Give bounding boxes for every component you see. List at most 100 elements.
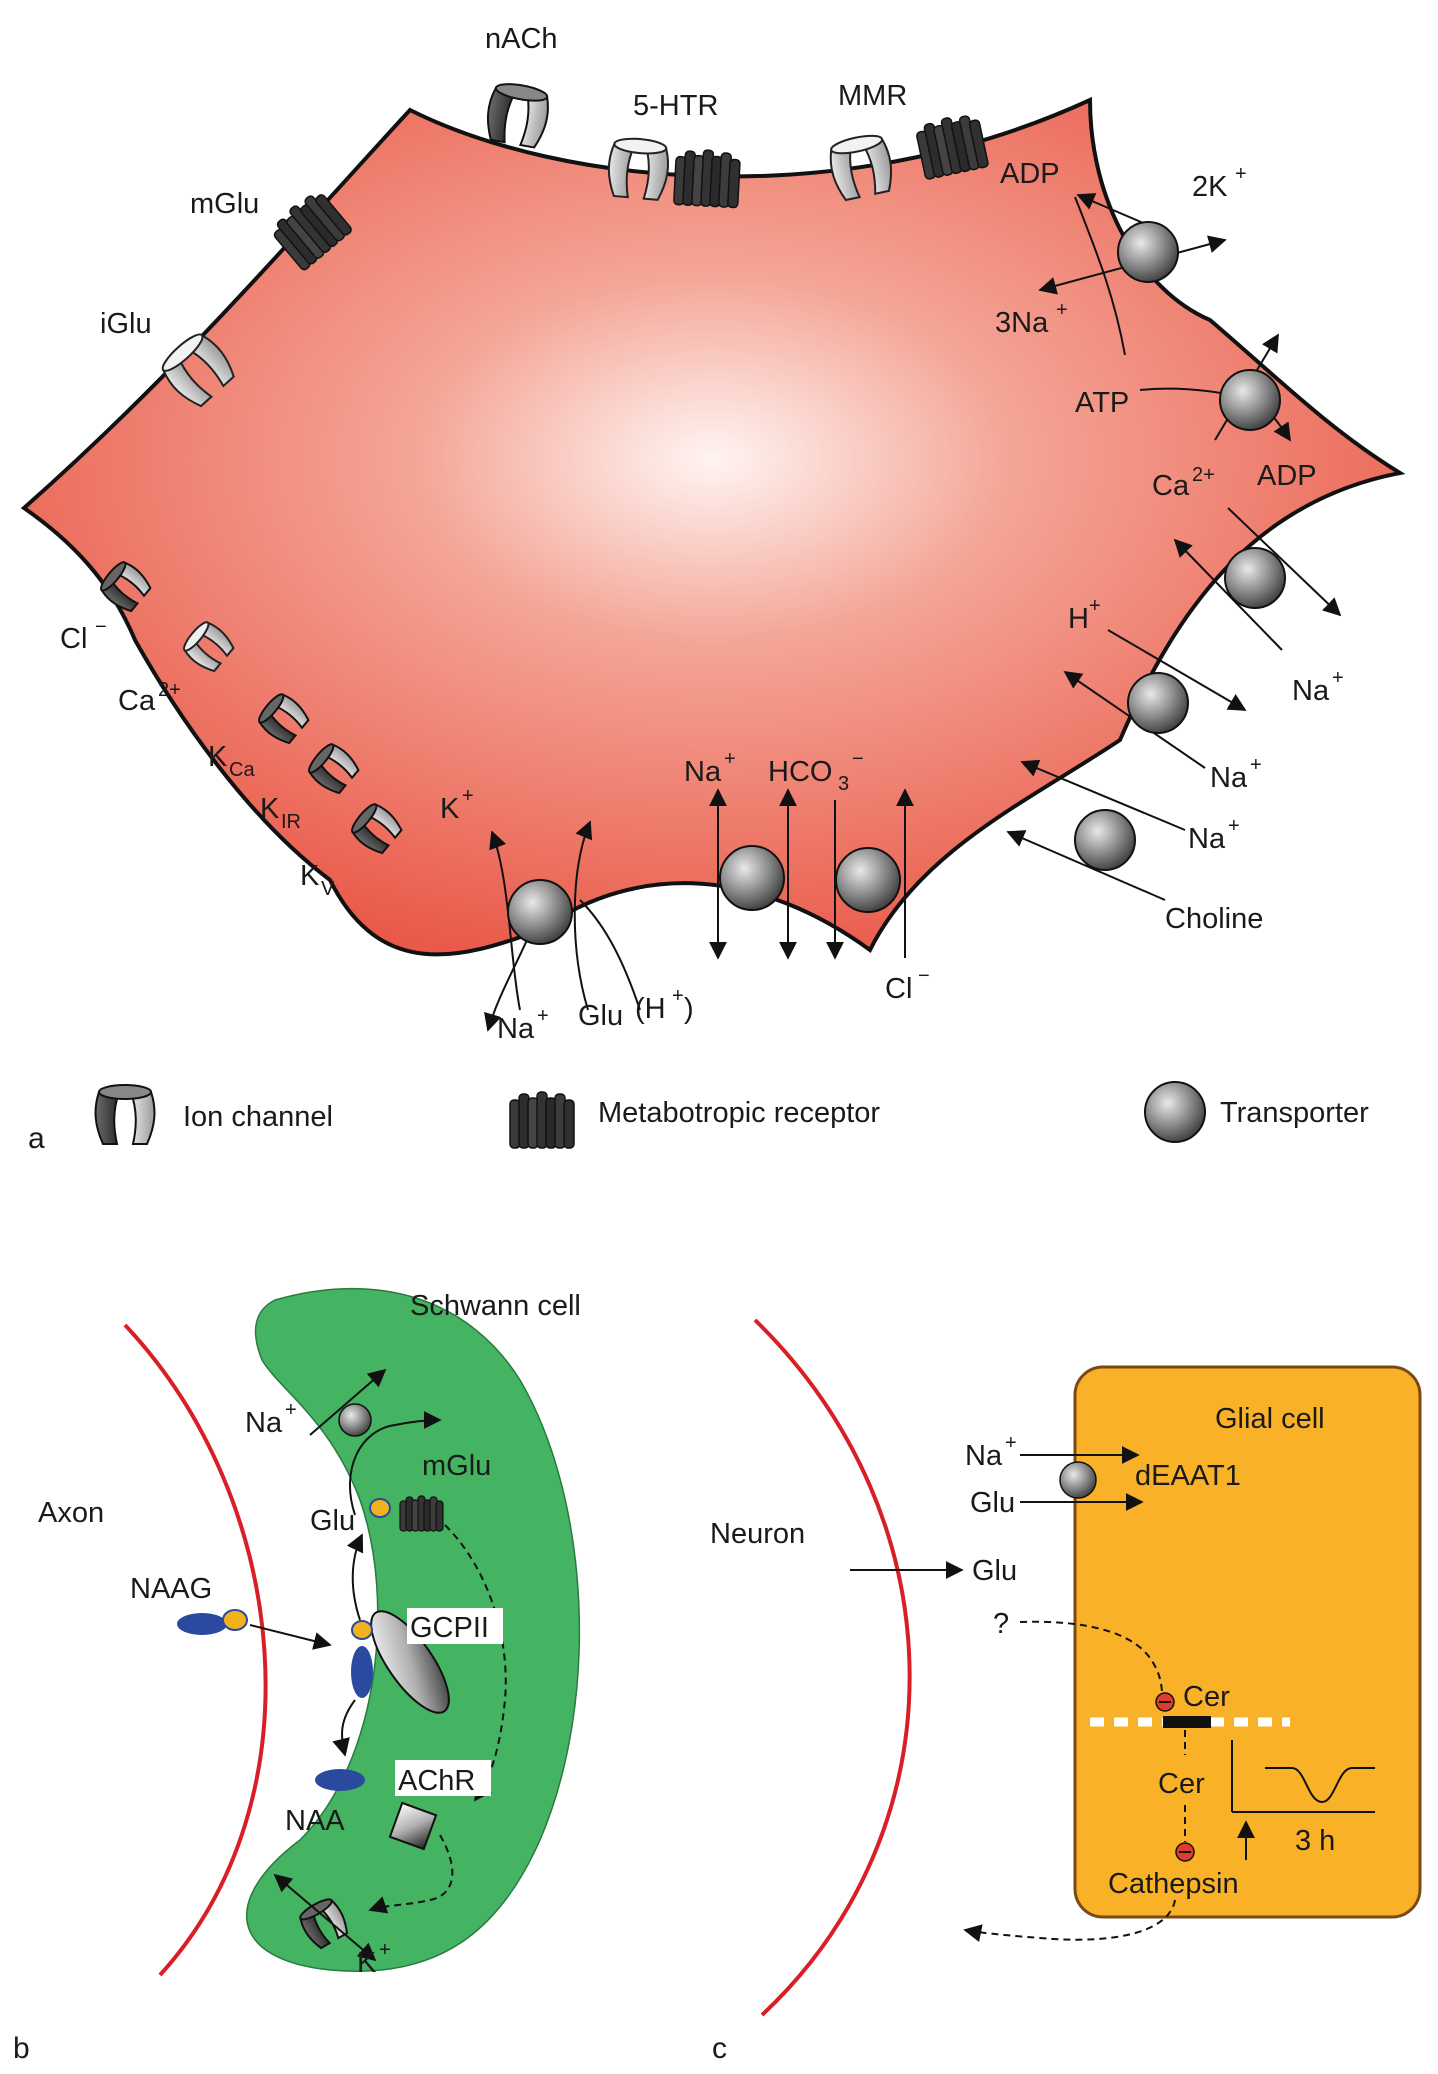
label-kv: K V — [300, 860, 335, 900]
label-h-nhe: H — [1068, 603, 1089, 635]
svg-text:+: + — [1235, 163, 1247, 185]
label-kir: K IR — [260, 793, 301, 833]
svg-text:3: 3 — [838, 773, 849, 795]
label-k-schwann: K — [357, 1947, 377, 1979]
svg-text:+: + — [379, 1939, 391, 1961]
na-ca-exchanger: Na + — [1173, 507, 1344, 707]
label-choline: Choline — [1165, 903, 1263, 935]
label-na-bottom: Na — [497, 1013, 535, 1045]
label-3na: 3Na — [995, 307, 1049, 339]
svg-text:2+: 2+ — [1192, 464, 1215, 486]
legend: Ion channel Metabotropic receptor Transp… — [94, 1081, 1369, 1149]
achr-receptor — [388, 1801, 438, 1851]
neuron-cell-body — [20, 96, 1406, 957]
label-cathepsin: Cathepsin — [1108, 1868, 1239, 1900]
label-cer-top: Cer — [1183, 1681, 1230, 1713]
naag-blue — [177, 1613, 227, 1635]
label-kca: K Ca — [208, 741, 255, 781]
glu-transporter: K + Na + Glu (H + ) — [440, 785, 694, 1045]
label-na-nhe: Na — [1210, 762, 1248, 794]
label-glial-cell: Glial cell — [1215, 1403, 1325, 1435]
svg-text:K: K — [260, 793, 280, 825]
label-na-choline: Na — [1188, 823, 1226, 855]
svg-text:+: + — [462, 785, 474, 807]
nbc-transporter — [719, 845, 785, 911]
glu-transporter-ball — [507, 879, 573, 945]
label-naa: NAA — [285, 1805, 345, 1837]
svg-text:+: + — [537, 1005, 549, 1027]
panel-b-letter: b — [13, 2032, 30, 2065]
svg-text:K: K — [208, 741, 228, 773]
na-h-exchanger: H + Na + — [1063, 595, 1262, 794]
svg-text:+: + — [285, 1399, 297, 1421]
label-ca-pump: Ca — [1152, 470, 1190, 502]
svg-text:+: + — [724, 748, 736, 770]
label-gcpii: GCPII — [410, 1612, 489, 1644]
schwann-na-transporter — [338, 1403, 372, 1437]
glial-cell — [1073, 1365, 1422, 1919]
svg-text:Ca: Ca — [118, 685, 156, 717]
svg-text:+: + — [1332, 667, 1344, 689]
label-cl-left: Cl − — [60, 616, 107, 655]
axon-membrane — [123, 1323, 268, 1977]
na-k-pump-transporter — [1117, 221, 1179, 283]
svg-text:−: − — [95, 616, 107, 638]
deaat1-transporter — [1059, 1461, 1097, 1499]
label-schwann-cell: Schwann cell — [410, 1290, 581, 1322]
legend-transporter-label: Transporter — [1220, 1097, 1369, 1129]
label-deaat1: dEAAT1 — [1135, 1460, 1241, 1492]
svg-text:Cl: Cl — [60, 623, 87, 655]
naag-yellow — [222, 1609, 248, 1631]
label-2k: 2K — [1192, 171, 1228, 203]
cer-bar — [1163, 1716, 1211, 1728]
ae-transporter — [835, 847, 901, 913]
svg-text:): ) — [684, 993, 694, 1025]
svg-text:−: − — [918, 965, 930, 987]
svg-text:IR: IR — [281, 811, 301, 833]
label-h-bottom: (H — [635, 993, 666, 1025]
legend-ion-channel-label: Ion channel — [183, 1101, 333, 1133]
ca-pump: ATP ADP Ca 2+ — [1075, 333, 1317, 502]
label-naag: NAAG — [130, 1573, 212, 1605]
svg-text:+: + — [672, 985, 684, 1007]
label-question: ? — [993, 1608, 1009, 1640]
label-achr: AChR — [398, 1765, 475, 1797]
legend-metabotropic-label: Metabotropic receptor — [598, 1097, 880, 1129]
label-na-glial: Na — [965, 1440, 1003, 1472]
label-atp: ATP — [1075, 387, 1129, 419]
label-na-nbc: Na — [684, 756, 722, 788]
glu-ligand — [369, 1498, 391, 1518]
gcpii-naa — [351, 1646, 373, 1698]
gcpii-enzyme — [370, 1610, 450, 1714]
label-mmr: MMR — [838, 80, 907, 112]
5htr-receptor — [672, 147, 742, 209]
na-k-pump: ADP 2K + 3Na + — [995, 158, 1247, 356]
panel-a: nACh 5-HTR MMR mGlu iGlu Cl − Ca 2+ K Ca… — [20, 23, 1406, 1155]
schwann-mglu-receptor — [399, 1495, 444, 1532]
label-3h: 3 h — [1295, 1825, 1335, 1857]
label-hco3: HCO — [768, 756, 832, 788]
legend-ion-channel-icon — [94, 1084, 156, 1145]
label-k-bottom: K — [440, 793, 460, 825]
svg-text:V: V — [321, 878, 335, 900]
time-course-inset: 3 h — [1231, 1740, 1375, 1860]
nach-channel — [482, 79, 553, 150]
label-glu-schwann: Glu — [310, 1505, 355, 1537]
svg-text:+: + — [1005, 1432, 1017, 1454]
bicarbonate-transporters: Na + HCO 3 − Cl − — [684, 748, 930, 1005]
label-cl-bottom: Cl — [885, 973, 912, 1005]
label-na-schwann: Na — [245, 1407, 283, 1439]
panel-b: Schwann cell Axon Na + mGlu Glu NAAG GCP… — [13, 1287, 581, 2065]
panel-c: Glial cell Neuron Na + Glu dEAAT1 Glu ? … — [710, 1318, 1422, 2065]
panel-a-letter: a — [28, 1122, 45, 1155]
label-na-exchanger: Na — [1292, 675, 1330, 707]
gcpii-label-bg — [407, 1608, 503, 1644]
label-ca-channel: Ca 2+ — [118, 679, 181, 717]
svg-text:2+: 2+ — [158, 679, 181, 701]
svg-text:+: + — [1056, 299, 1068, 321]
svg-text:Ca: Ca — [229, 759, 255, 781]
svg-text:+: + — [1089, 595, 1101, 617]
label-neuron: Neuron — [710, 1518, 805, 1550]
label-glu-glial: Glu — [970, 1487, 1015, 1519]
neuron-membrane — [753, 1318, 912, 2017]
